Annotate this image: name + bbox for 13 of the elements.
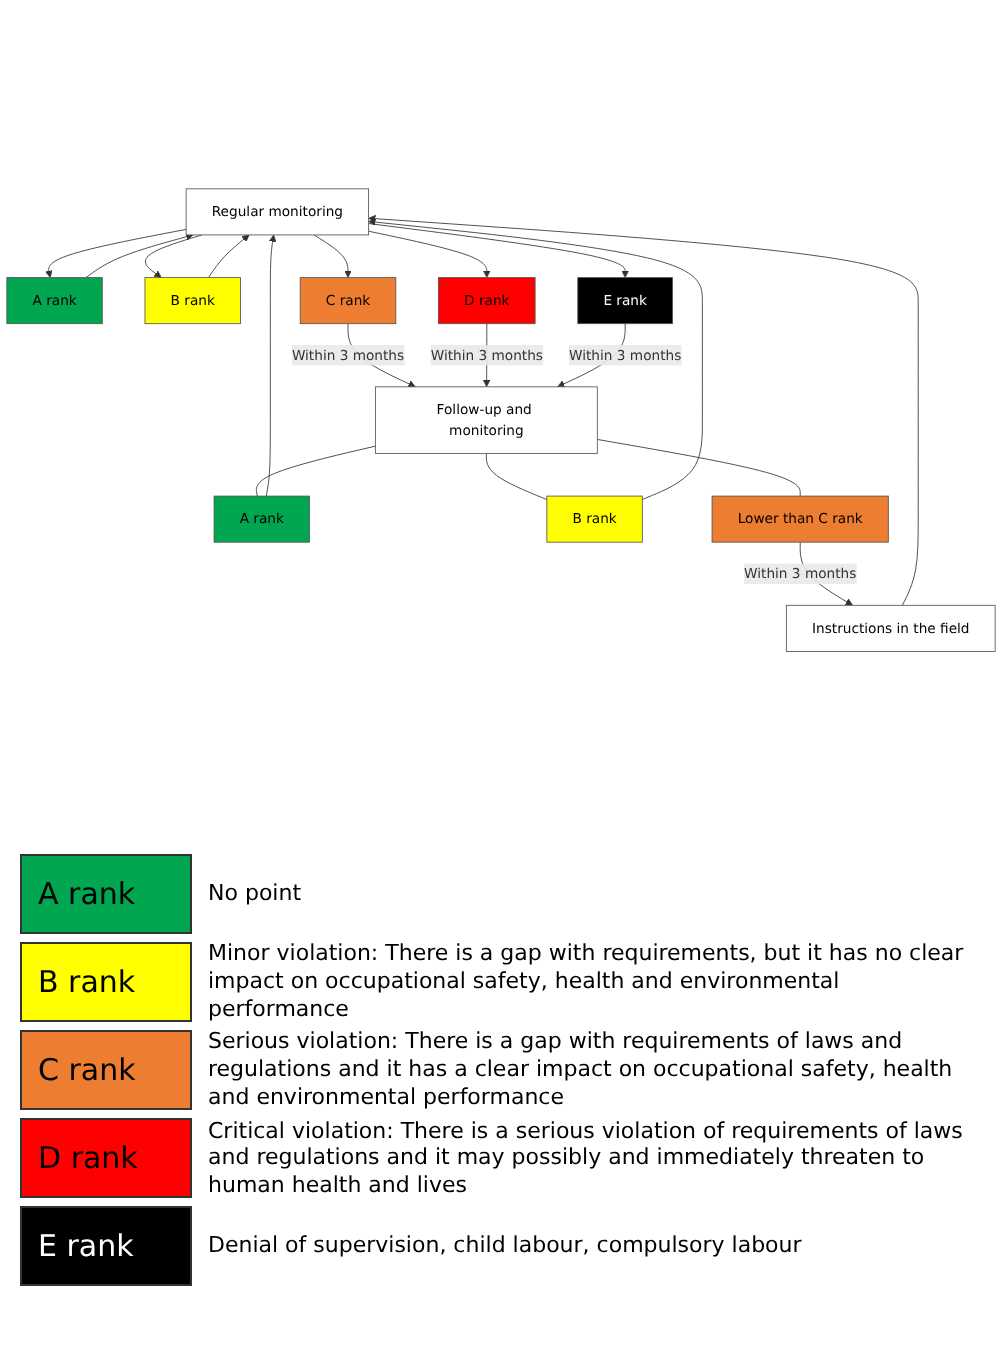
legend-text: No point xyxy=(208,880,302,908)
legend-text: Denial of supervision, child labour, compulsory labour xyxy=(208,1231,802,1260)
legend-swatch: D rank xyxy=(20,1118,192,1199)
legend-swatch: B rank xyxy=(20,941,192,1022)
legend-swatch: C rank xyxy=(20,1029,192,1110)
legend-swatch: E rank xyxy=(20,1205,192,1286)
connector xyxy=(255,445,376,497)
legend-text: Serious violation: There is a gap with requirements of laws and regulations and it has a clear impact on occupational safety, health and environmental performance xyxy=(208,1028,955,1111)
connector xyxy=(596,438,801,497)
connector xyxy=(485,452,548,500)
legend-text: Critical violation: There is a serious violation of requirements of laws and regulations and it may possibly and immediately threaten to human health and lives xyxy=(208,1117,965,1200)
legend-swatch: A rank xyxy=(20,854,192,934)
legend-text: Minor violation: There is a gap with requirements, but it has no clear impact on occupational safety, health and environmental performance xyxy=(208,940,966,1023)
